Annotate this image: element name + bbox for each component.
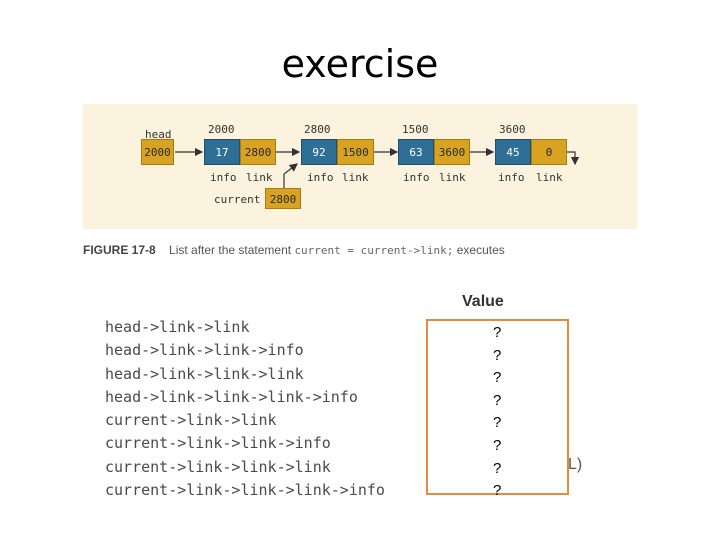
node-link-cell: 1500: [337, 139, 374, 165]
stray-text: L): [568, 456, 583, 473]
caption-code: current = current->link;: [294, 244, 454, 257]
value-column-header: Value: [462, 293, 504, 310]
node-info-cell: 17: [204, 139, 240, 165]
current-pointer-cell: 2800: [265, 188, 301, 209]
expression-item: head->link->link->link: [105, 364, 304, 383]
figure-number: FIGURE 17-8: [83, 243, 156, 257]
expression-item: head->link->link: [105, 318, 250, 336]
node-address: 2800: [304, 123, 331, 136]
linked-list-figure: head 2000 2000 17 2800 info link 2800 92…: [83, 104, 637, 229]
answer-value: ?: [493, 346, 502, 364]
answer-value: ?: [493, 391, 502, 409]
answer-value: ?: [493, 324, 502, 341]
node-link-cell: 3600: [434, 139, 470, 165]
answer-list: ? ? ? ? ? ? ? ?: [493, 322, 501, 503]
link-label: link: [536, 171, 563, 184]
expression-item: current->link->link: [105, 411, 277, 430]
info-label: info: [498, 171, 525, 184]
answer-box: [426, 319, 569, 495]
caption-suffix: executes: [456, 243, 505, 257]
answer-value: ?: [493, 436, 502, 454]
node-address: 2000: [208, 123, 235, 136]
expression-item: current->link->link->link->info: [105, 481, 385, 500]
info-label: info: [307, 171, 334, 184]
current-label: current: [214, 193, 261, 206]
expression-item: head->link->link->link->info: [105, 387, 358, 406]
expression-item: head->link->link->info: [105, 341, 304, 360]
expression-list: head->link->link head->link->link->info …: [105, 316, 385, 502]
info-label: info: [403, 171, 430, 184]
node-link-cell: 0: [531, 139, 567, 165]
link-label: link: [246, 171, 273, 184]
node-info-cell: 92: [301, 139, 337, 165]
caption-text: List after the statement: [169, 243, 292, 257]
slide-title: exercise: [281, 42, 439, 86]
answer-value: ?: [493, 482, 502, 500]
node-address: 3600: [499, 123, 526, 136]
head-label: head: [145, 128, 172, 141]
answer-value: ?: [493, 459, 502, 477]
answer-value: ?: [493, 369, 502, 387]
node-info-cell: 45: [495, 139, 531, 165]
info-label: info: [210, 171, 237, 184]
expression-item: current->link->link->info: [105, 434, 331, 453]
node-info-cell: 63: [398, 139, 434, 165]
answer-value: ?: [493, 414, 502, 432]
head-pointer-cell: 2000: [141, 139, 174, 165]
expression-item: current->link->link->link: [105, 457, 331, 476]
pointer-arrows: [175, 147, 580, 198]
figure-caption: FIGURE 17-8 List after the statement cur…: [83, 243, 505, 257]
node-address: 1500: [402, 123, 429, 136]
link-label: link: [439, 171, 466, 184]
link-label: link: [342, 171, 369, 184]
node-link-cell: 2800: [240, 139, 276, 165]
